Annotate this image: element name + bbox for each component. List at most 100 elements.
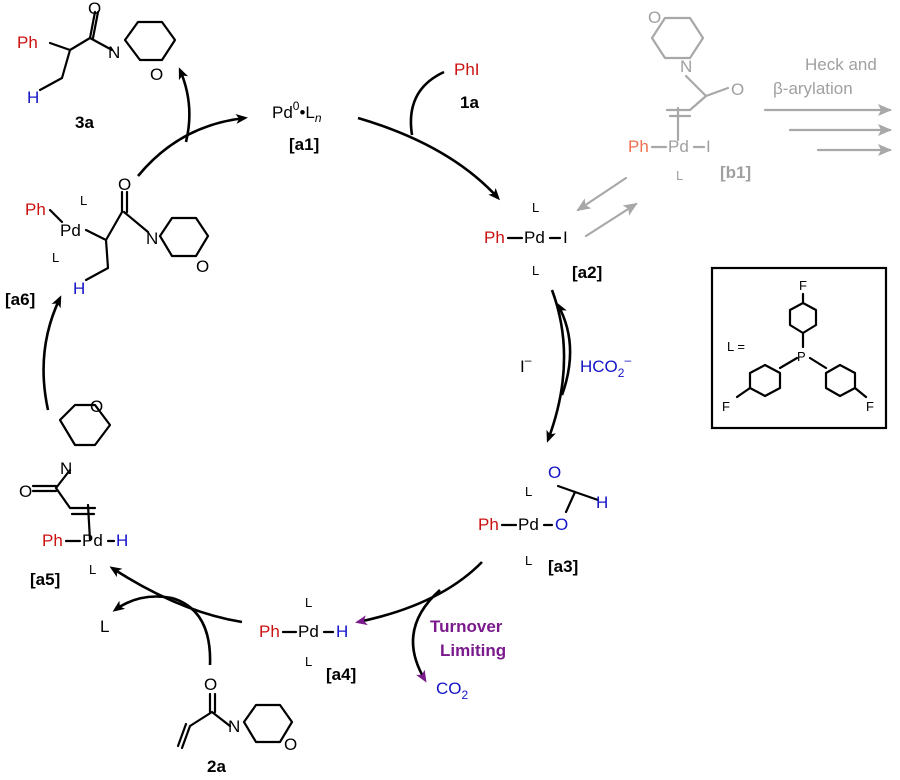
ligand-definition-box: L = F P F F [710,266,888,430]
released-ligand: L [100,617,109,636]
svg-text:O: O [555,515,568,534]
iodide-text: I– [520,353,532,376]
svg-text:Pd: Pd [524,228,545,247]
svg-text:O: O [19,482,32,501]
svg-text:O: O [88,0,101,18]
svg-text:L: L [80,193,87,208]
arrow-a6-to-a1 [136,113,248,177]
svg-text:Pd: Pd [298,622,319,641]
formate-text: HCO2– [580,353,631,380]
reagent-2a: O N O 2a [176,675,297,776]
label-a2: [a2] [572,263,602,282]
svg-text:Pd: Pd [82,531,103,550]
svg-text:O: O [548,463,561,482]
svg-text:O: O [118,175,131,194]
svg-text:Pd0•Ln: Pd0•Ln [272,99,322,125]
label-3a: 3a [75,113,94,132]
svg-text:H: H [596,493,608,512]
svg-text:O: O [648,8,661,27]
svg-text:F: F [866,399,874,414]
species-a6: Ph Pd L L O N H O [a6] [5,175,209,309]
svg-text:O: O [284,735,297,754]
side-reaction-note: Heck and β-arylation [773,55,877,98]
svg-text:O: O [196,257,209,276]
svg-text:N: N [60,459,72,478]
svg-text:O: O [204,675,217,694]
svg-text:N: N [680,57,692,76]
svg-text:H: H [27,88,39,107]
cycle-arrows [42,67,892,683]
phi-text: PhI [454,60,480,79]
svg-text:N: N [146,229,158,248]
svg-text:L: L [52,250,59,265]
species-a3: Ph Pd O O H L L [a3] [478,463,608,576]
svg-text:L: L [532,263,539,278]
svg-text:O: O [150,65,163,84]
equilibrium-arrow-forward [584,202,638,238]
turnover-limiting-note: Turnover Limiting CO2 [430,617,506,702]
svg-text:L =: L = [727,339,745,354]
svg-text:Ph: Ph [17,33,38,52]
svg-text:Ph: Ph [484,228,505,247]
arrow-co2-out [411,589,441,683]
svg-text:Ph: Ph [628,137,649,156]
product-3a: Ph H O N O 3a [17,0,177,132]
svg-text:Pd: Pd [60,221,81,240]
svg-text:L: L [525,484,532,499]
svg-text:β-arylation: β-arylation [773,79,853,98]
arrow-2a-in [171,596,212,666]
svg-text:L: L [305,654,312,669]
svg-text:H: H [116,531,128,550]
svg-text:Turnover: Turnover [430,617,503,636]
co2-text: CO2 [436,679,469,702]
svg-text:H: H [73,279,85,298]
species-a1: Pd0•Ln [a1] [272,99,322,154]
svg-text:F: F [799,278,807,293]
svg-text:Pd: Pd [518,515,539,534]
svg-text:Ph: Ph [25,200,46,219]
arrow-to-3a [178,67,191,143]
svg-text:Ph: Ph [259,622,280,641]
svg-text:O: O [90,397,103,416]
svg-text:Ph: Ph [478,515,499,534]
label-a6: [a6] [5,290,35,309]
svg-text:L: L [525,553,532,568]
exchange-reagents: I– HCO2– [520,353,631,380]
arrow-a4-to-a5 [109,566,243,624]
label-a5: [a5] [30,570,60,589]
svg-text:N: N [108,43,120,62]
svg-text:L: L [676,168,683,183]
label-a3: [a3] [548,557,578,576]
svg-text:Pd: Pd [668,137,689,156]
svg-text:P: P [797,349,806,364]
arrow-L-out [112,595,173,612]
svg-text:Limiting: Limiting [440,641,506,660]
arrow-a1-to-a2 [357,116,501,201]
svg-text:Heck and: Heck and [805,55,877,74]
svg-text:L: L [532,200,539,215]
svg-text:N: N [228,717,240,736]
label-b1: [b1] [720,163,751,182]
svg-text:O: O [731,80,744,99]
reagent-1a: PhI 1a [454,60,480,112]
svg-text:F: F [722,399,730,414]
svg-text:H: H [336,622,348,641]
svg-text:I: I [563,228,568,247]
svg-text:Ph: Ph [42,531,63,550]
svg-text:L: L [305,595,312,610]
species-b1: O N O Ph Pd I L [b1] [628,8,751,183]
svg-text:I: I [706,137,711,156]
arrow-a5-to-a6 [42,295,62,411]
label-a1: [a1] [289,135,319,154]
equilibrium-arrow-back [576,176,628,212]
arrow-iodide-out [556,302,572,396]
species-a5: O N O Ph Pd H L [a5] [19,397,128,589]
label-a4: [a4] [326,665,356,684]
label-1a: 1a [460,93,479,112]
arrow-1a-in [409,70,445,136]
svg-text:L: L [89,562,96,577]
label-2a: 2a [207,757,226,776]
species-a2: Ph Pd I L L [a2] [484,200,602,282]
species-a4: Ph Pd H L L [a4] [259,595,356,684]
